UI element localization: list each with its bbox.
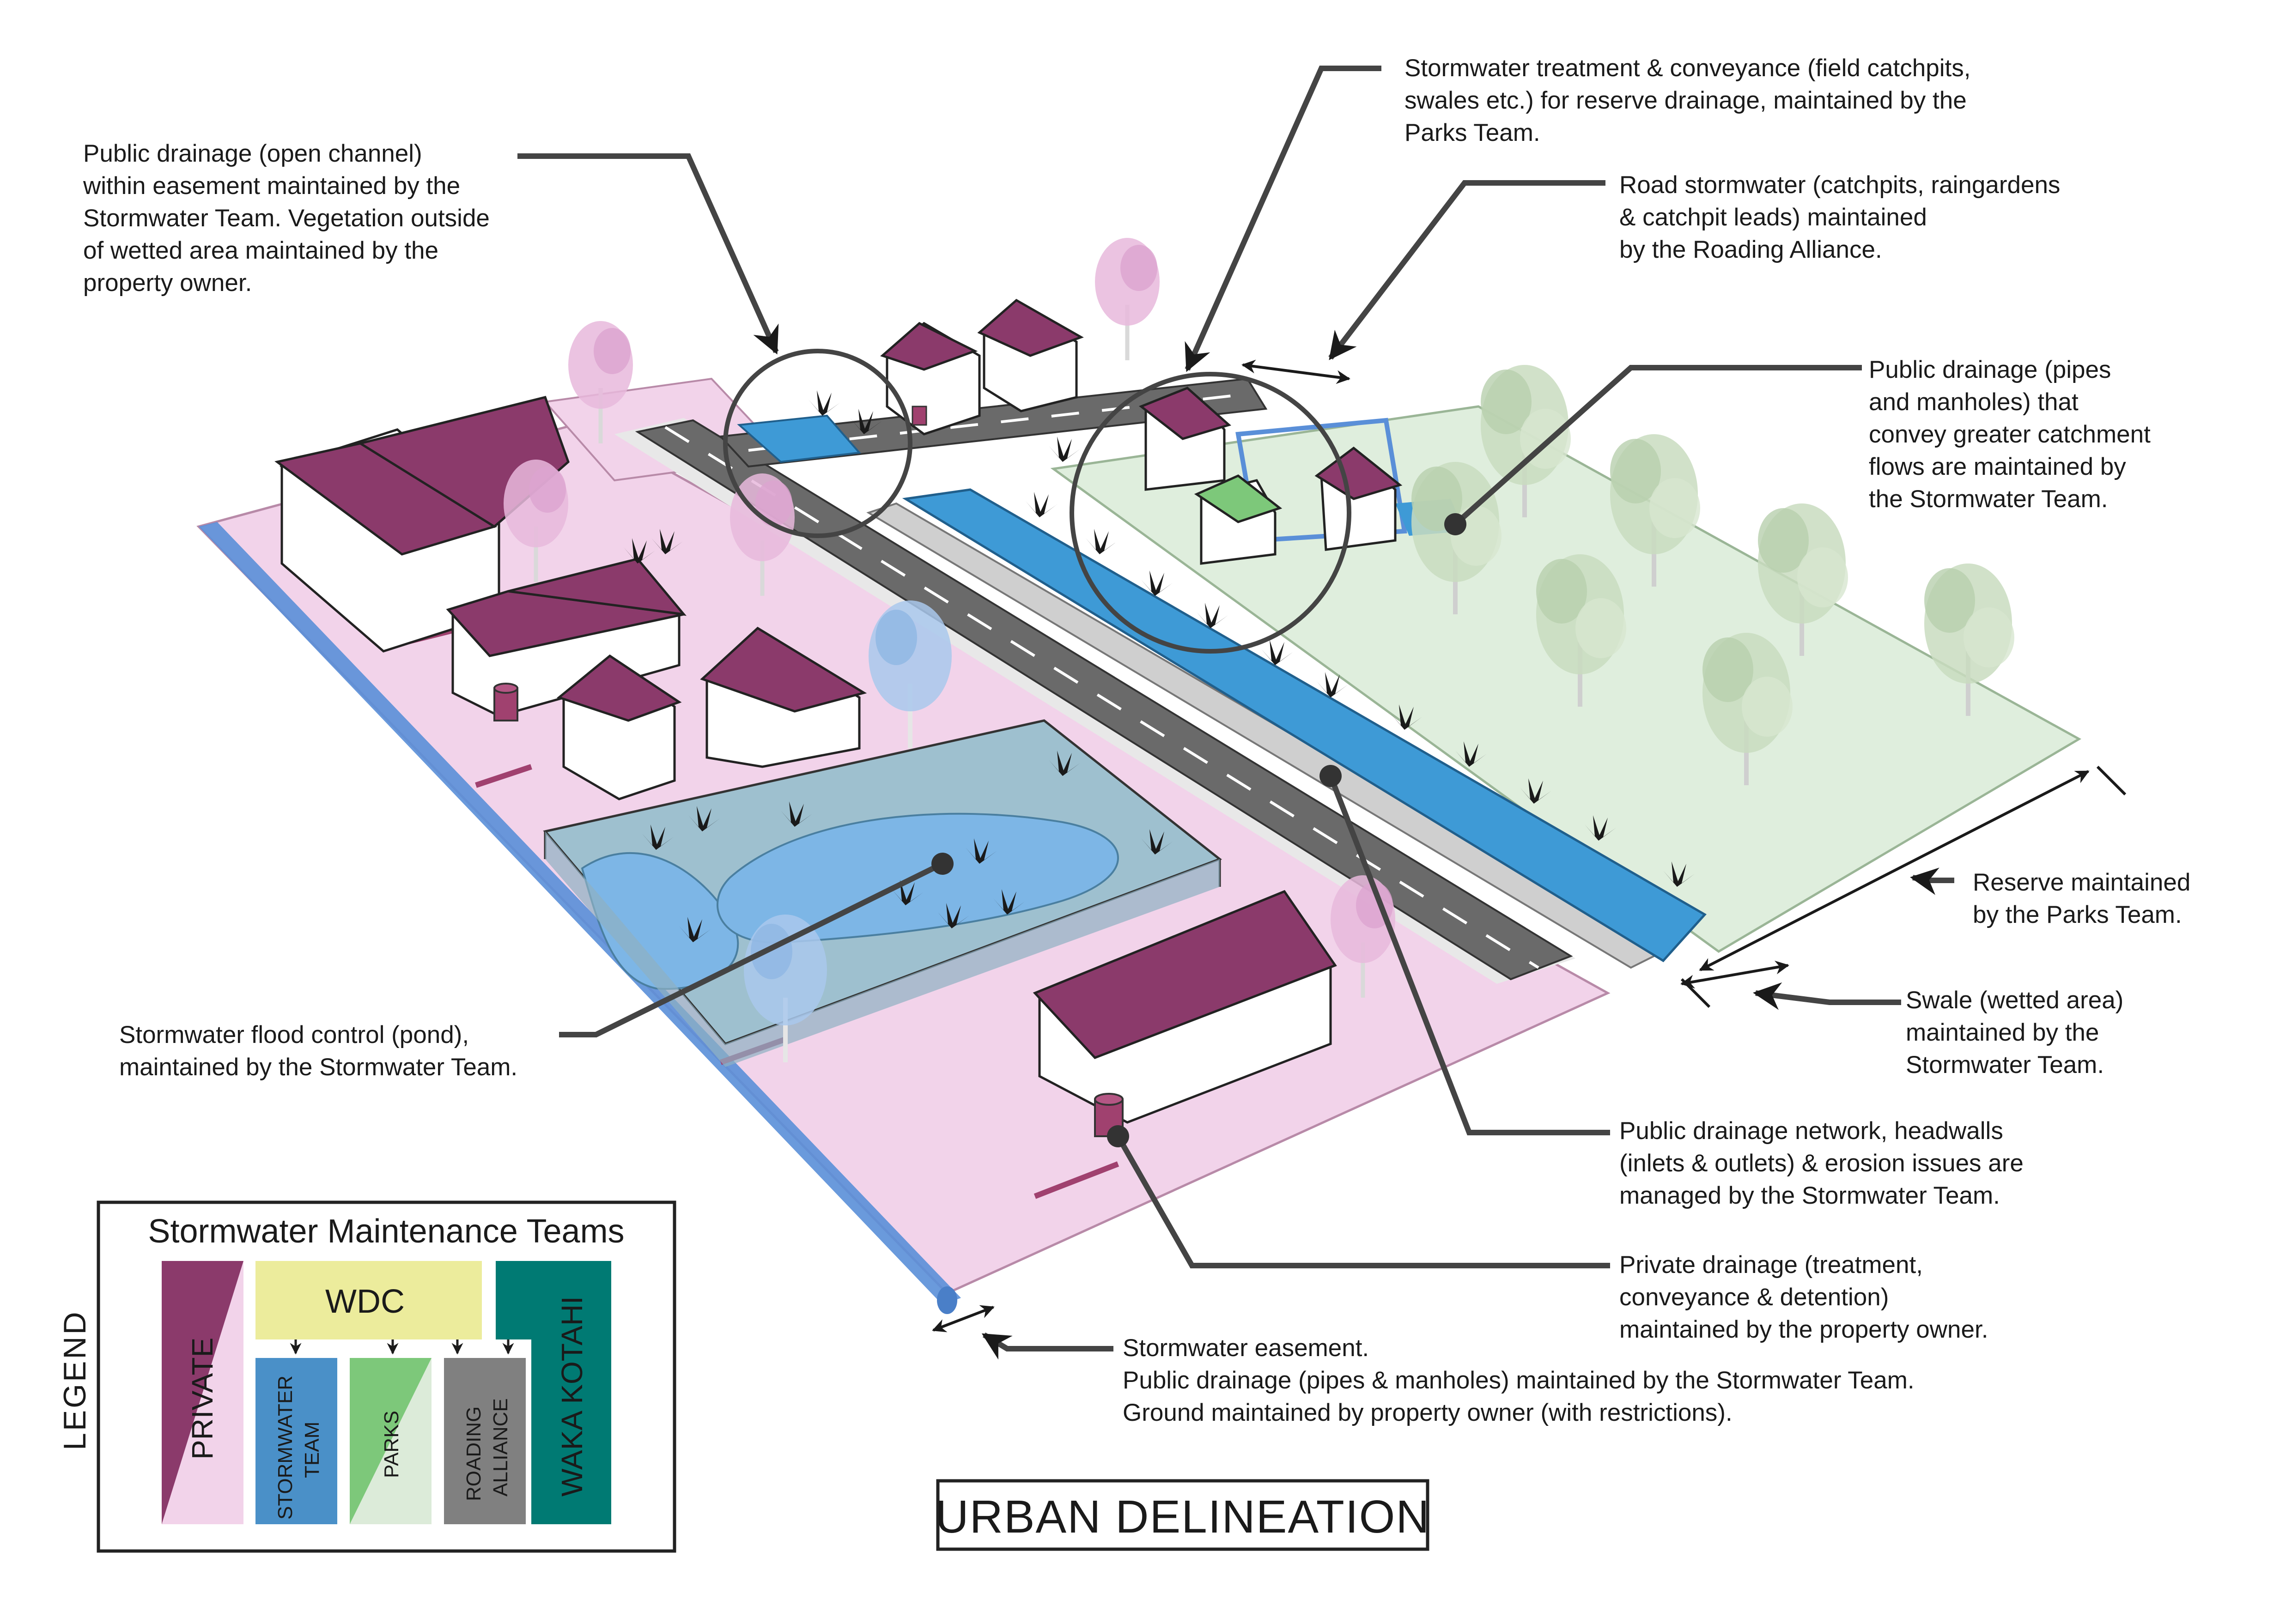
svg-text:& catchpit leads) maintained: & catchpit leads) maintained (1619, 204, 1927, 231)
annotation-pipes-manholes: Public drainage (pipes and manholes) tha… (1869, 356, 2151, 513)
svg-text:conveyance & detention): conveyance & detention) (1619, 1284, 1889, 1311)
svg-text:Stormwater easement.: Stormwater easement. (1123, 1334, 1369, 1362)
road (614, 377, 1666, 984)
leader-lines (517, 66, 1954, 1360)
focus-circles (723, 349, 1351, 654)
svg-text:Stormwater treatment & conveya: Stormwater treatment & conveyance (field… (1404, 55, 1970, 82)
annotation-swale: Swale (wetted area) maintained by the St… (1906, 987, 2123, 1079)
svg-text:maintained by the Stormwater T: maintained by the Stormwater Team. (119, 1054, 517, 1081)
svg-text:maintained by the: maintained by the (1906, 1019, 2099, 1046)
svg-text:and manholes) that: and manholes) that (1869, 388, 2079, 416)
svg-text:by the Parks Team.: by the Parks Team. (1973, 901, 2182, 928)
legend-waka-kotahi: WAKA KOTAHI (496, 1261, 611, 1524)
house-5 (1033, 890, 1337, 1124)
svg-text:Stormwater Team.: Stormwater Team. (1906, 1051, 2104, 1079)
svg-text:swales etc.) for reserve drain: swales etc.) for reserve drainage, maint… (1404, 87, 1967, 114)
house-3 (556, 654, 682, 800)
legend-title: Stormwater Maintenance Teams (148, 1213, 624, 1250)
annotation-network: Public drainage network, headwalls (inle… (1619, 1117, 2024, 1209)
annotation-reserve: Reserve maintained by the Parks Team. (1973, 869, 2190, 928)
legend-roading: ROADING ALLIANCE (444, 1358, 526, 1524)
svg-text:Public drainage (pipes & manho: Public drainage (pipes & manholes) maint… (1123, 1367, 1915, 1394)
annotation-private-drainage: Private drainage (treatment, conveyance … (1619, 1251, 1988, 1343)
svg-text:Swale (wetted area): Swale (wetted area) (1906, 987, 2123, 1014)
svg-text:flows are maintained by: flows are maintained by (1869, 453, 2126, 480)
title-box: URBAN DELINEATION (935, 1479, 1430, 1551)
svg-text:ALLIANCE: ALLIANCE (489, 1398, 512, 1497)
svg-text:(inlets & outlets) & erosion i: (inlets & outlets) & erosion issues are (1619, 1150, 2024, 1177)
dimension-lines (932, 359, 2127, 1333)
svg-text:Ground maintained by property: Ground maintained by property owner (wit… (1123, 1399, 1733, 1426)
svg-text:PRIVATE: PRIVATE (186, 1338, 219, 1460)
svg-text:Stormwater Team. Vegetation ou: Stormwater Team. Vegetation outside (83, 205, 490, 232)
svg-text:maintained by the property own: maintained by the property owner. (1619, 1316, 1988, 1343)
annotation-road-stormwater: Road stormwater (catchpits, raingardens … (1619, 171, 2060, 263)
stormwater-pond (543, 719, 1222, 1067)
svg-text:WAKA KOTAHI: WAKA KOTAHI (555, 1296, 589, 1497)
annotation-treatment-conveyance: Stormwater treatment & conveyance (field… (1404, 55, 1970, 146)
svg-text:Public drainage network, headw: Public drainage network, headwalls (1619, 1117, 2003, 1145)
legend-wdc: WDC (255, 1261, 482, 1355)
svg-text:STORMWATER: STORMWATER (274, 1376, 297, 1520)
svg-text:Parks Team.: Parks Team. (1404, 119, 1540, 146)
svg-text:Public drainage (pipes: Public drainage (pipes (1869, 356, 2111, 383)
svg-text:of wetted area maintained by t: of wetted area maintained by the (83, 237, 438, 264)
svg-text:WDC: WDC (325, 1283, 405, 1320)
svg-text:Stormwater flood control (pond: Stormwater flood control (pond), (119, 1021, 469, 1048)
legend-side-label: LEGEND (57, 1310, 92, 1450)
svg-text:Private drainage (treatment,: Private drainage (treatment, (1619, 1251, 1923, 1279)
svg-text:by the Roading Alliance.: by the Roading Alliance. (1619, 236, 1882, 263)
page-title: URBAN DELINEATION (935, 1491, 1430, 1543)
svg-text:convey greater catchment: convey greater catchment (1869, 421, 2151, 448)
legend-private: PRIVATE (162, 1261, 243, 1524)
svg-text:TEAM: TEAM (301, 1422, 323, 1478)
svg-text:the Stormwater Team.: the Stormwater Team. (1869, 485, 2108, 513)
svg-text:Road stormwater (catchpits, ra: Road stormwater (catchpits, raingardens (1619, 171, 2060, 199)
legend-stormwater: STORMWATER TEAM (255, 1358, 337, 1524)
svg-text:ROADING: ROADING (462, 1406, 485, 1501)
legend-parks: PARKS (350, 1358, 432, 1524)
house-6 (880, 298, 1084, 436)
svg-text:within easement maintained by: within easement maintained by the (83, 172, 460, 200)
legend: LEGEND Stormwater Maintenance Teams PRIV… (57, 1200, 676, 1553)
svg-text:Public drainage (open channel): Public drainage (open channel) (83, 140, 422, 167)
svg-text:PARKS: PARKS (380, 1411, 403, 1478)
house-4 (700, 626, 867, 768)
svg-text:Reserve maintained: Reserve maintained (1973, 869, 2190, 896)
annotation-open-channel: Public drainage (open channel) within ea… (83, 140, 490, 297)
annotation-easement: Stormwater easement. Public drainage (pi… (1123, 1334, 1915, 1426)
svg-text:managed by the Stormwater Team: managed by the Stormwater Team. (1619, 1182, 2000, 1209)
svg-text:property owner.: property owner. (83, 269, 252, 297)
annotation-pond: Stormwater flood control (pond), maintai… (119, 1021, 517, 1081)
